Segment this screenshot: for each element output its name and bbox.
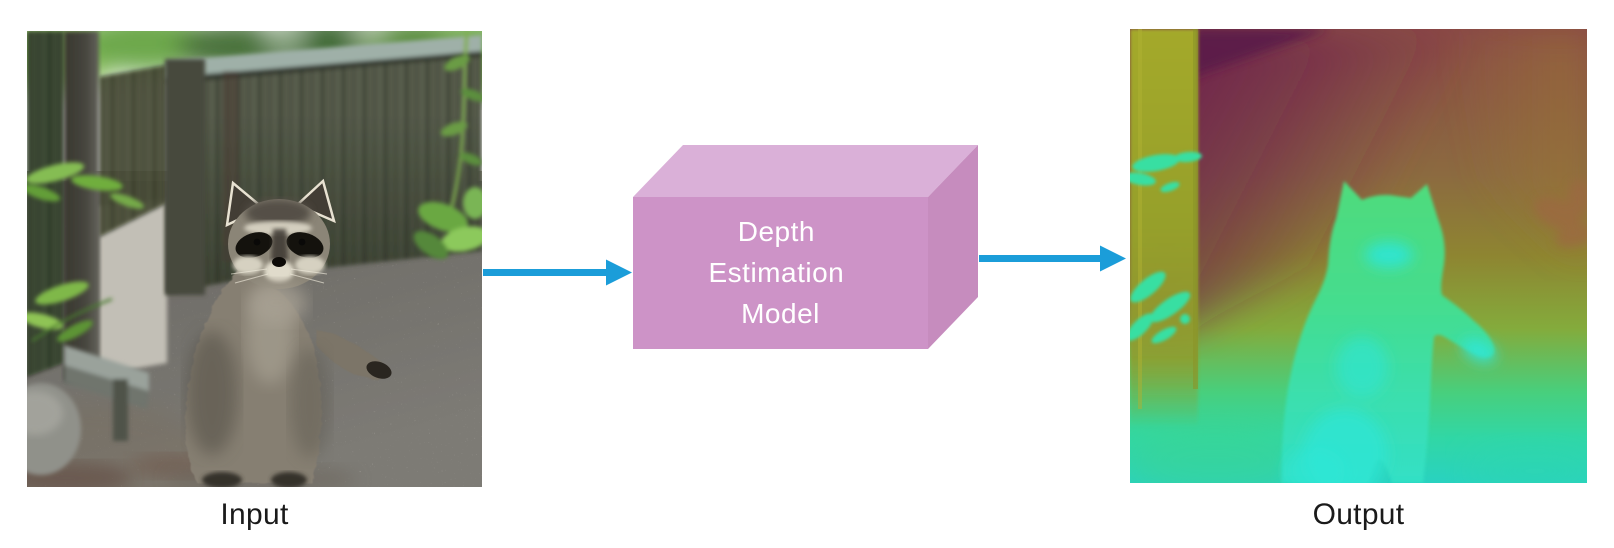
raccoon-left-eye	[253, 238, 261, 246]
output-caption: Output	[1312, 498, 1405, 531]
arrow-right-icon	[979, 245, 1126, 272]
base-beam	[64, 345, 149, 441]
walkway-path	[99, 199, 167, 375]
fence-corner-post	[165, 59, 205, 295]
raccoon-mask-left	[235, 232, 273, 258]
output-depth-map	[1130, 29, 1587, 483]
model-box: Depth Estimation Model	[633, 145, 978, 349]
raccoon-right-eye	[298, 238, 306, 246]
raccoon-nose	[272, 257, 286, 267]
raccoon-whiskers	[230, 268, 328, 284]
depth-right-leaf	[1533, 179, 1587, 247]
arrow-model-to-output	[979, 245, 1126, 272]
input-caption: Input	[220, 498, 289, 531]
arrow-input-to-model	[483, 259, 632, 286]
left-sprig-lower	[27, 281, 113, 343]
arrow-right-icon	[483, 259, 632, 286]
model-box-side-face	[928, 145, 978, 349]
raccoon-head	[225, 178, 336, 325]
model-box-front-face	[633, 197, 928, 349]
depth-raccoon	[1281, 181, 1496, 483]
rock	[27, 383, 81, 475]
left-sprig-upper	[27, 162, 145, 209]
raccoon-mask-right	[286, 232, 324, 258]
model-box-top-face	[633, 145, 978, 197]
model-box-label: Depth Estimation Model	[709, 216, 853, 329]
fence-top-rail	[167, 35, 482, 79]
input-photo	[27, 31, 482, 487]
raccoon	[167, 178, 392, 487]
depth-far-region	[1130, 29, 1470, 329]
right-plant	[413, 31, 482, 260]
depth-leaves	[1130, 151, 1202, 344]
depth-raccoon-near-patches	[1285, 242, 1496, 483]
raccoon-paw	[366, 361, 392, 379]
